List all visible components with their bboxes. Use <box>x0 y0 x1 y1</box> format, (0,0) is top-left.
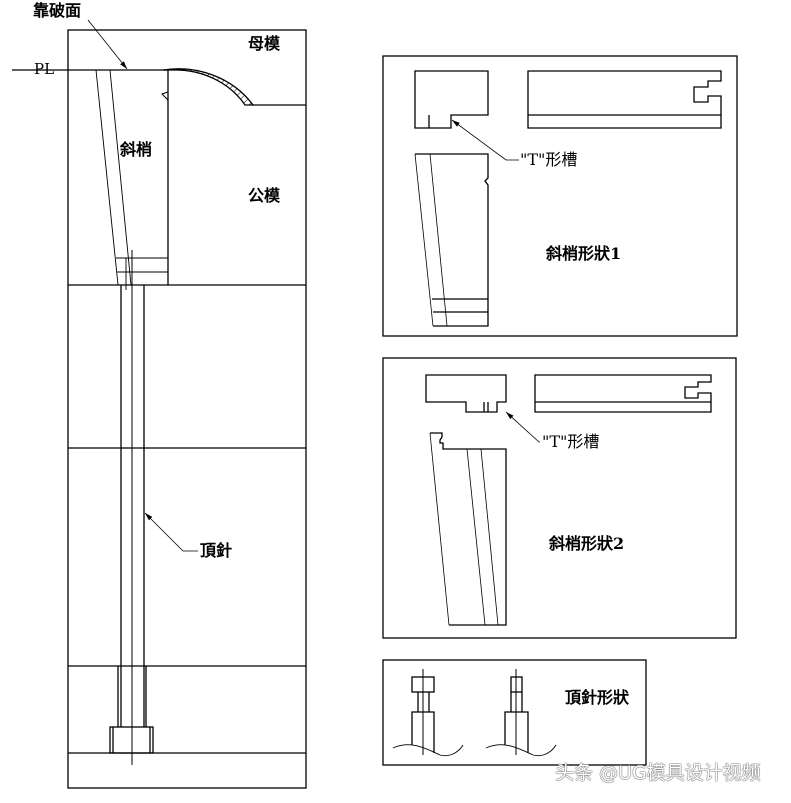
pin-shape-2 <box>485 669 557 757</box>
panel-2-frame <box>382 357 737 639</box>
watermark: 头条 @UG模具设计视频 <box>555 762 761 784</box>
panel-1-slot-label: "T"形槽 <box>520 150 578 169</box>
core-label: 公模 <box>248 186 281 205</box>
parting-surface-leader <box>87 19 128 70</box>
panel-3-frame <box>382 659 647 766</box>
ejector-pin-label: 頂針 <box>200 541 233 560</box>
panel-2-title: 斜梢形狀2 <box>549 534 625 553</box>
hatched-part <box>162 68 255 106</box>
panel-2-slot-label: "T"形槽 <box>542 432 600 451</box>
panel-1-title: 斜梢形狀1 <box>546 244 622 263</box>
cavity-label: 母模 <box>248 34 281 53</box>
parting-line-label: PL <box>34 60 55 78</box>
ejector-pin <box>109 250 154 765</box>
ejector-pin-leader <box>144 512 198 552</box>
mold-frame <box>67 29 307 789</box>
lifter-label: 斜梢 <box>120 140 153 159</box>
panel-1-frame <box>382 55 738 337</box>
parting-surface-label: 靠破面 <box>33 1 82 20</box>
lifter <box>95 69 168 290</box>
panel-3-title: 頂針形狀 <box>565 688 630 707</box>
pin-shape-1 <box>392 669 464 757</box>
